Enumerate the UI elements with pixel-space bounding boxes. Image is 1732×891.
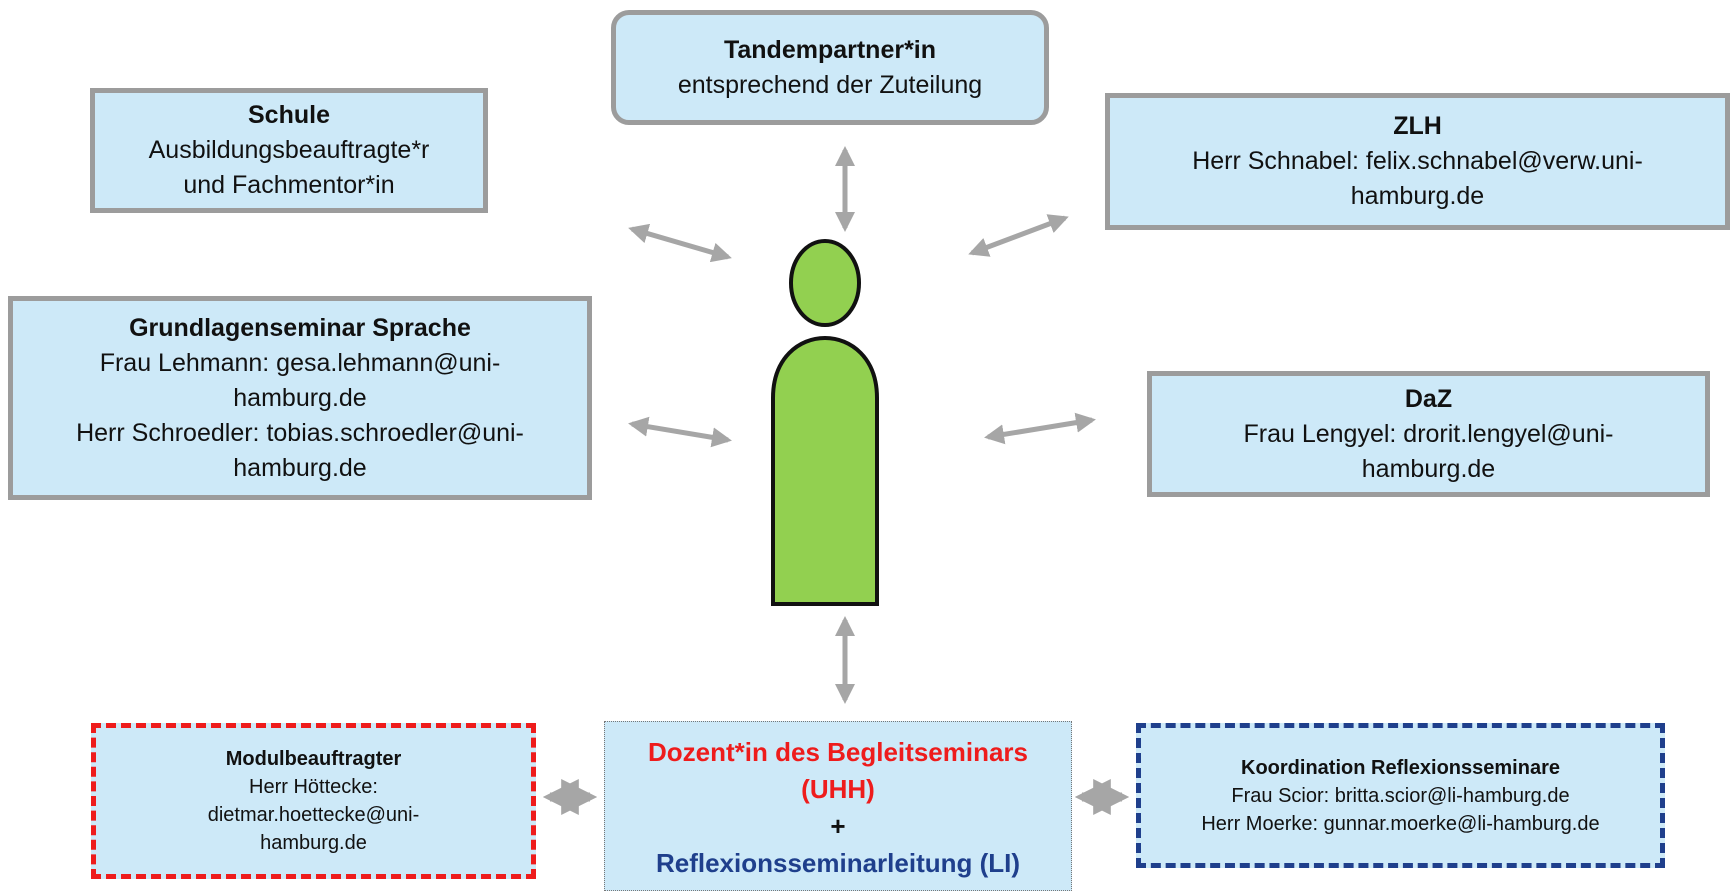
dozent-box: Dozent*in des Begleitseminars (UHH) + Re… xyxy=(604,721,1072,891)
arrow-zlh xyxy=(968,214,1069,257)
arrow-daz xyxy=(984,412,1096,445)
zlh-line-2: hamburg.de xyxy=(1350,182,1485,210)
daz-line-2: hamburg.de xyxy=(1361,454,1496,483)
grundlagen-title: Grundlagenseminar Sprache xyxy=(129,313,471,342)
modul-title: Modulbeauftragter xyxy=(225,748,402,770)
schule-line-2: und Fachmentor*in xyxy=(183,171,395,199)
zlh-box: ZLH Herr Schnabel: felix.schnabel@verw.u… xyxy=(1105,93,1730,230)
modul-line-1: Herr Höttecke: xyxy=(249,776,378,798)
modulbeauftragter-box: Modulbeauftragter Herr Höttecke: dietmar… xyxy=(91,723,536,879)
arrow-grundlagen xyxy=(628,416,732,448)
koordination-box: Koordination Reflexionsseminare Frau Sci… xyxy=(1136,723,1665,868)
dozent-line-3: Reflexionsseminarleitung (LI) xyxy=(655,848,1021,878)
person-head xyxy=(789,239,861,327)
schule-title: Schule xyxy=(248,101,330,129)
zlh-title: ZLH xyxy=(1393,112,1442,140)
grundlagen-line-3: Herr Schroedler: tobias.schroedler@uni- xyxy=(76,418,524,447)
dozent-line-2: (UHH) xyxy=(801,774,875,804)
tandem-partner-box: Tandempartner*in entsprechend der Zuteil… xyxy=(611,10,1049,125)
koord-line-1: Frau Scior: britta.scior@li-hamburg.de xyxy=(1231,784,1570,807)
dozent-plus: + xyxy=(830,811,846,841)
daz-title: DaZ xyxy=(1404,384,1453,413)
grundlagen-line-4: hamburg.de xyxy=(233,453,367,482)
person-body xyxy=(771,336,879,606)
koord-line-2: Herr Moerke: gunnar.moerke@li-hamburg.de xyxy=(1201,812,1600,835)
schule-box: Schule Ausbildungsbeauftragte*r und Fach… xyxy=(90,88,488,213)
daz-line-1: Frau Lengyel: drorit.lengyel@uni- xyxy=(1243,419,1614,448)
dozent-line-1: Dozent*in des Begleitseminars xyxy=(648,737,1028,767)
koord-title: Koordination Reflexionsseminare xyxy=(1241,756,1560,779)
grundlagen-line-2: hamburg.de xyxy=(233,383,367,412)
modul-line-2: dietmar.hoettecke@uni- xyxy=(207,804,420,826)
modul-line-3: hamburg.de xyxy=(260,832,367,854)
arrow-schule xyxy=(628,223,732,263)
zlh-line-1: Herr Schnabel: felix.schnabel@verw.uni- xyxy=(1192,147,1643,175)
grundlagenseminar-box: Grundlagenseminar Sprache Frau Lehmann: … xyxy=(8,296,592,500)
person-icon xyxy=(771,239,879,606)
tandem-title: Tandempartner*in xyxy=(723,35,937,64)
tandem-line: entsprechend der Zuteilung xyxy=(677,70,983,99)
grundlagen-line-1: Frau Lehmann: gesa.lehmann@uni- xyxy=(99,348,501,377)
daz-box: DaZ Frau Lengyel: drorit.lengyel@uni- ha… xyxy=(1147,371,1710,497)
schule-line-1: Ausbildungsbeauftragte*r xyxy=(148,136,430,164)
